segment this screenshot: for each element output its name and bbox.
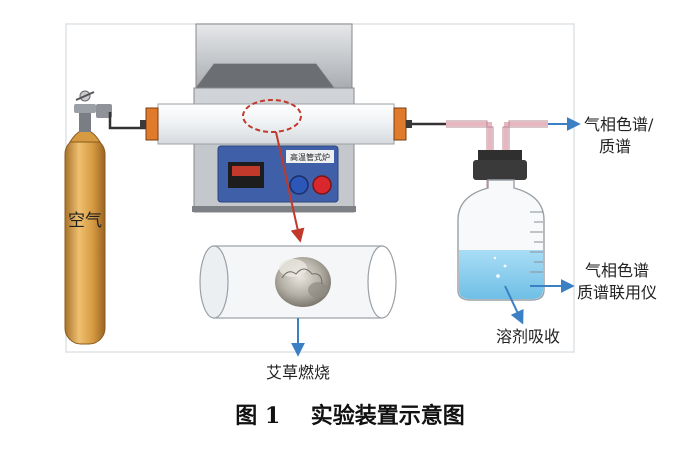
absorption-bottle [457,150,545,301]
absorption-label: 溶剂吸收 [496,327,560,346]
output-mid-label-line2: 质谱联用仪 [577,283,657,302]
combustion-zone-highlight [242,99,302,133]
combustion-label: 艾草燃烧 [266,363,330,382]
burning-wormwood-icon [275,257,331,307]
zoom-arrow [275,131,305,243]
gas-cylinder-label: 空气 [68,211,102,231]
gas-cylinder [64,90,112,345]
figure-caption: 图 1 实验装置示意图 [0,398,700,430]
blue-knob-icon [289,175,309,195]
inlet-hose [108,112,146,130]
figure-number: 图 1 [235,403,281,429]
quartz-tube [140,103,412,145]
figure-title: 实验装置示意图 [310,403,465,429]
furnace-label-plate [286,150,334,163]
red-knob-icon [312,175,332,195]
furnace-panel-label: 高温管式炉 [290,152,330,162]
absorption-arrow [504,285,524,325]
output-top-label-line2: 质谱 [599,137,631,156]
output-top-label-line1: 气相色谱/ [584,115,654,134]
output-mid-label-line1: 气相色谱 [585,261,649,280]
